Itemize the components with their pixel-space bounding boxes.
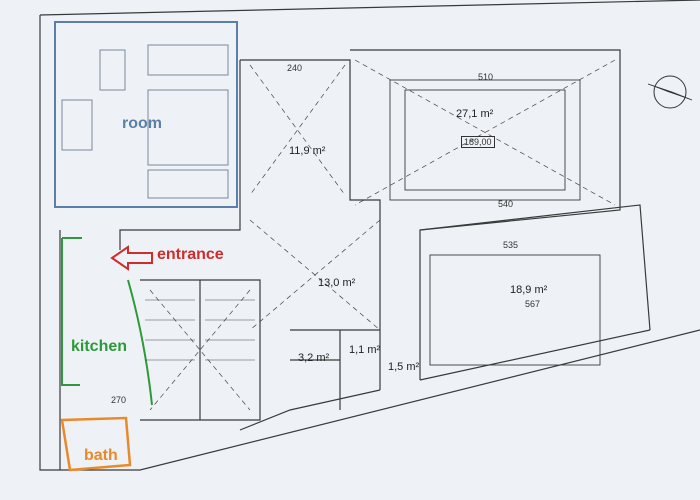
dimension-label: 540 bbox=[498, 199, 514, 209]
area-label: 1,1 m² bbox=[349, 344, 381, 356]
entrance-label: entrance bbox=[157, 246, 224, 263]
dimension-label: 270 bbox=[111, 395, 127, 405]
bath-label: bath bbox=[84, 447, 118, 464]
area-label: 11,9 m² bbox=[289, 145, 326, 157]
bath-outline bbox=[60, 416, 132, 472]
room-furniture bbox=[61, 44, 229, 199]
kitchen-outline bbox=[61, 237, 153, 406]
room-label: room bbox=[122, 115, 162, 132]
large-room-decoration bbox=[389, 79, 601, 366]
room-outline bbox=[54, 21, 238, 208]
area-label: 27,1 m² bbox=[456, 108, 494, 120]
dimension-label: 510 bbox=[478, 72, 494, 82]
area-label: 18,9 m² bbox=[510, 284, 548, 296]
ceiling-diagonals bbox=[149, 59, 616, 411]
north-arrow-compass-icon bbox=[647, 75, 693, 109]
kitchen-label: kitchen bbox=[71, 338, 128, 355]
dimension-label: 567 bbox=[525, 299, 541, 309]
dimension-label: 240 bbox=[287, 63, 303, 73]
dimension-label: 535 bbox=[503, 240, 519, 250]
staircase bbox=[145, 299, 255, 361]
left-arrow-icon bbox=[110, 245, 153, 271]
area-label: 13,0 m² bbox=[318, 277, 356, 289]
area-label: 3,2 m² bbox=[298, 352, 330, 364]
area-label: 1,5 m² bbox=[388, 361, 420, 373]
building-outline bbox=[39, 0, 700, 471]
dimension-label: 189,00 bbox=[461, 136, 495, 148]
